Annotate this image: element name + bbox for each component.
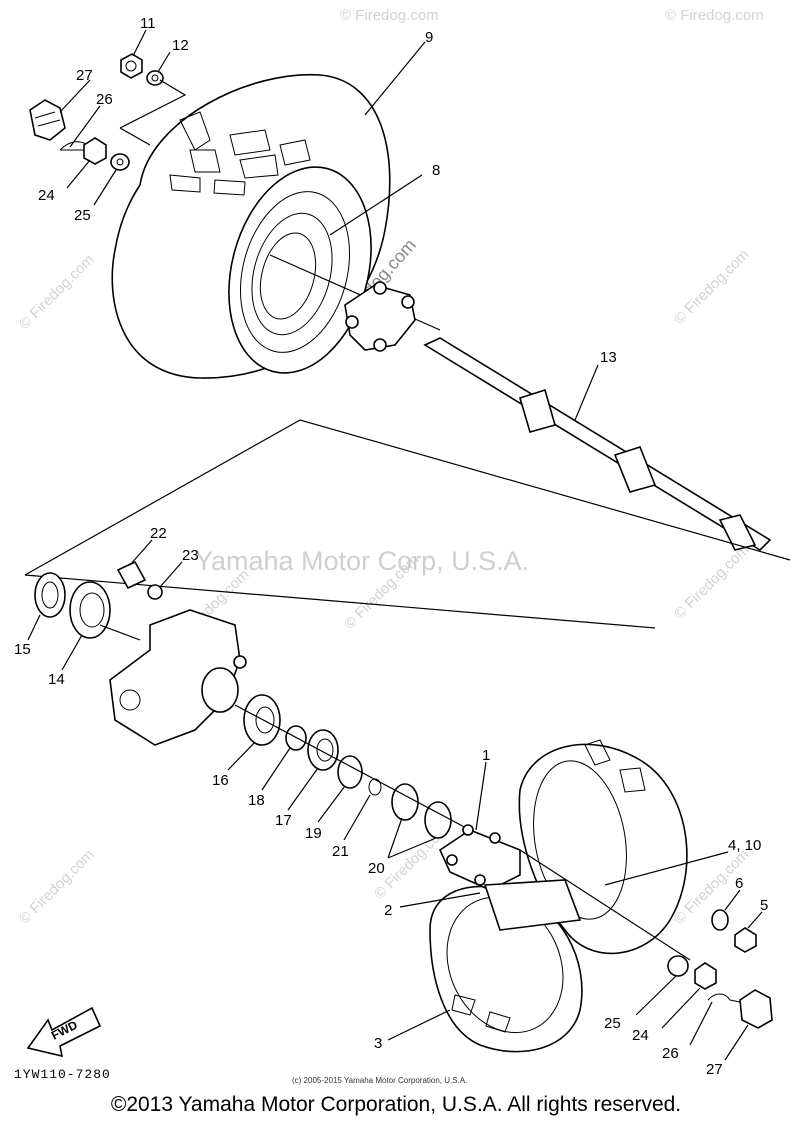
watermark: © Firedog.com xyxy=(671,541,753,623)
watermark: © Firedog.com xyxy=(16,846,98,928)
fwd-arrow: FWD xyxy=(26,1006,102,1058)
castle-nut-24-lower xyxy=(694,962,717,990)
callout-15: 15 xyxy=(14,641,31,658)
washer-6 xyxy=(711,909,729,931)
washer-25-lower xyxy=(667,955,689,977)
washer-23 xyxy=(147,584,163,600)
callout-27-lower: 27 xyxy=(706,1061,723,1078)
callout-20: 20 xyxy=(368,860,385,877)
washer-25 xyxy=(110,153,130,171)
watermark: © Firedog.com xyxy=(340,7,439,24)
callout-26-lower: 26 xyxy=(662,1045,679,1062)
oil-seal-15 xyxy=(34,572,66,618)
callout-24: 24 xyxy=(38,187,55,204)
copyright-footer: ©2013 Yamaha Motor Corporation, U.S.A. A… xyxy=(110,1093,682,1116)
callout-3: 3 xyxy=(374,1035,382,1052)
oil-seals-20 xyxy=(391,783,452,839)
axle-nut-cap-27-lower xyxy=(739,989,773,1029)
cotter-pin-26-lower xyxy=(707,993,741,1003)
callout-2: 2 xyxy=(384,902,392,919)
callout-19: 19 xyxy=(305,825,322,842)
watermark: © Firedog.com xyxy=(16,251,98,333)
callout-25-lower: 25 xyxy=(604,1015,621,1032)
callout-17: 17 xyxy=(275,812,292,829)
washer-12 xyxy=(146,70,164,86)
callout-6: 6 xyxy=(735,875,743,892)
nut-5 xyxy=(734,927,757,953)
small-copyright: (c) 2005-2015 Yamaha Motor Corporation, … xyxy=(292,1076,467,1085)
callout-22: 22 xyxy=(150,525,167,542)
wheel-hub-8 xyxy=(344,281,416,352)
bearing-17 xyxy=(307,729,339,771)
callout-18: 18 xyxy=(248,792,265,809)
callout-12: 12 xyxy=(172,37,189,54)
spacer-19 xyxy=(337,755,363,789)
callout-4-10: 4, 10 xyxy=(728,837,761,854)
callout-23: 23 xyxy=(182,547,199,564)
upper-wheel-assembly xyxy=(111,73,441,379)
wheel-hub-1 xyxy=(438,824,521,891)
callout-1: 1 xyxy=(482,747,490,764)
callout-21: 21 xyxy=(332,843,349,860)
callout-13: 13 xyxy=(600,349,617,366)
center-watermark: Yamaha Motor Corp, U.S.A. xyxy=(195,546,529,576)
axle-nut-cap-27 xyxy=(29,99,66,141)
callout-27: 27 xyxy=(76,67,93,84)
axle-housing xyxy=(109,609,247,746)
callout-8: 8 xyxy=(432,162,440,179)
hub-nut-11 xyxy=(120,53,143,79)
callout-25: 25 xyxy=(74,207,91,224)
callout-11: 11 xyxy=(140,15,156,32)
callout-16: 16 xyxy=(212,772,229,789)
callout-24-lower: 24 xyxy=(632,1027,649,1044)
callout-5: 5 xyxy=(760,897,768,914)
bearing-14 xyxy=(69,581,111,639)
hub-2 xyxy=(483,879,582,931)
watermark: © Firedog.com xyxy=(665,7,764,24)
callouts: 11 12 27 26 24 25 9 8 13 22 23 15 14 16 … xyxy=(14,15,768,1078)
bolt-22 xyxy=(116,560,147,590)
rear-axle-13 xyxy=(423,337,772,552)
watermark: © Firedog.com xyxy=(671,246,753,328)
callout-26: 26 xyxy=(96,91,113,108)
castle-nut-24 xyxy=(83,137,107,165)
callout-9: 9 xyxy=(425,29,433,46)
diagram-code: 1YW110-7280 xyxy=(14,1067,111,1082)
leader-lines xyxy=(27,29,763,1061)
callout-14: 14 xyxy=(48,671,65,688)
